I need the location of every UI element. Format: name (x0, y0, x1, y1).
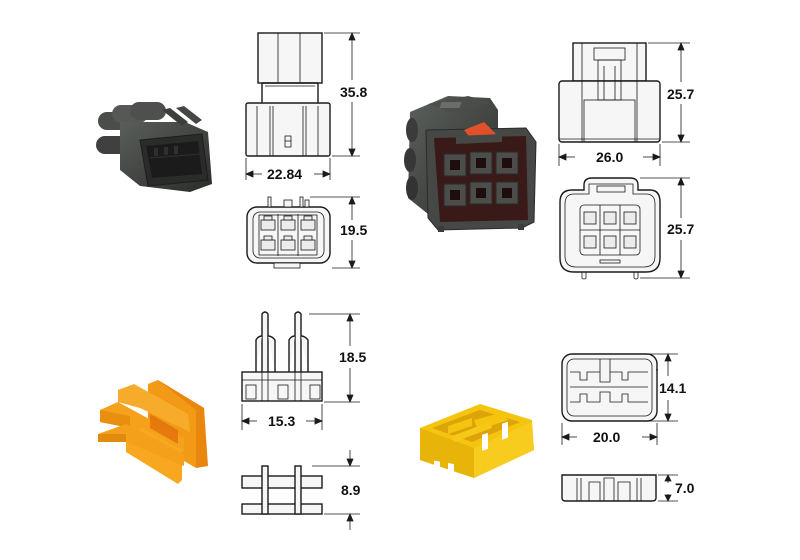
male-retainer-width-label: 15.3 (267, 413, 297, 429)
male-connector-height-label: 35.8 (339, 84, 369, 100)
male-retainer-photo (98, 380, 208, 484)
male-connector-photo (96, 102, 212, 192)
male-connector-side-drawing (244, 31, 360, 270)
male-connector-face-height-label: 19.5 (339, 222, 369, 238)
female-connector-photo (404, 96, 537, 232)
male-retainer-depth-label: 8.9 (340, 482, 362, 498)
female-retainer-width-label: 20.0 (592, 429, 622, 445)
female-retainer-height-label: 14.1 (658, 380, 688, 396)
female-connector-width-label: 26.0 (595, 149, 625, 165)
male-connector-panel: 35.8 22.84 19.5 (0, 0, 400, 290)
female-connector-panel: 25.7 26.0 25.7 (404, 41, 696, 280)
female-retainer-photo (420, 404, 534, 481)
female-connector-side-height-label: 25.7 (666, 86, 696, 102)
male-retainer-height-label: 18.5 (338, 349, 368, 365)
male-connector-width-label: 22.84 (266, 166, 304, 182)
female-connector-face-height-label: 25.7 (666, 221, 696, 237)
male-retainer-panel: 18.5 15.3 8.9 (0, 290, 400, 560)
female-retainer-depth-label: 7.0 (674, 480, 696, 496)
female-connector-drawings (557, 41, 690, 280)
female-retainer-drawings (560, 352, 678, 502)
male-retainer-drawings (240, 311, 360, 530)
female-retainer-panel: 14.1 20.0 7.0 (400, 290, 800, 560)
